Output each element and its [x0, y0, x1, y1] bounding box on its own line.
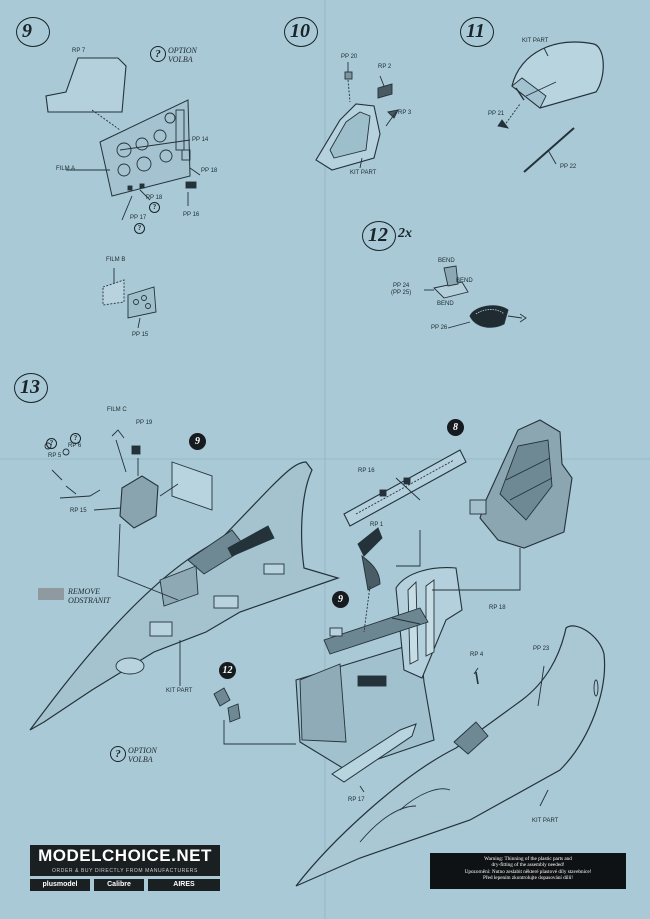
label-rp16: RP 16 [358, 468, 375, 474]
label-pp16: PP 16 [183, 212, 200, 218]
label-rp3: RP 3 [398, 110, 412, 116]
step13-step12-bracket [213, 687, 296, 745]
label-pp23: PP 23 [533, 646, 550, 652]
volba-text: VOLBA [128, 755, 153, 764]
step11-drawing [497, 41, 604, 173]
warning-box: Warning: Thinning of the plastic parts a… [430, 853, 626, 889]
odstranit-text: ODSTRANIT [68, 596, 111, 605]
option-label-step13: OPTION VOLBA [128, 746, 157, 764]
ref-step-9-badge: 9 [189, 433, 206, 450]
step13-fuselage-left [29, 461, 340, 731]
label-pp19: PP 19 [136, 420, 153, 426]
step-10-number: 10 [284, 17, 318, 47]
warning-line: Upozornění: Nutno zeslabit některé plast… [464, 868, 592, 875]
label-rp18: RP 18 [489, 605, 506, 611]
option-text: OPTION [168, 46, 197, 55]
label-kit-part-13b: KIT PART [532, 818, 559, 824]
label-rp4: RP 4 [470, 652, 484, 658]
rp17-part [331, 723, 417, 783]
aires-logo: AIRES [148, 879, 220, 891]
label-pp17: PP 17 [130, 215, 147, 221]
step-12-multiplier: 2x [398, 226, 412, 241]
label-kit-part-10: KIT PART [350, 170, 377, 176]
volba-text: VOLBA [168, 55, 193, 64]
brand-banner: MODELCHOICE.NET [30, 845, 220, 867]
label-film-a: FILM A [56, 166, 76, 172]
label-rp2: RP 2 [378, 64, 392, 70]
option-label-step9: OPTION VOLBA [168, 46, 197, 64]
label-rp17: RP 17 [348, 797, 365, 803]
step-13-number: 13 [14, 373, 48, 403]
step13-rp16-panel [343, 449, 467, 527]
label-rp7: RP 7 [72, 48, 86, 54]
option-text: OPTION [128, 746, 157, 755]
label-rp15: RP 15 [70, 508, 87, 514]
remove-legend: REMOVE ODSTRANIT [68, 587, 110, 605]
label-bend-top: BEND [438, 258, 455, 264]
step13-leader-lines [359, 477, 549, 807]
label-pp24: PP 24 [393, 283, 410, 289]
label-pp22: PP 22 [560, 164, 577, 170]
label-rp1: RP 1 [370, 522, 384, 528]
label-kit-part-11: KIT PART [522, 38, 549, 44]
step9-drawing [45, 57, 201, 221]
step-9-number: 9 [16, 17, 50, 47]
warning-line: Před lepením zkontrolujte dopasování díl… [483, 875, 573, 882]
label-film-c: FILM C [107, 407, 127, 413]
plusmodel-logo: plusmodel [30, 879, 90, 891]
step12-drawing [424, 265, 527, 329]
warning-line: Warning: Thinning of the plastic parts a… [484, 856, 572, 862]
step13-small-parts-left [44, 429, 213, 601]
step-11-number: 11 [460, 17, 494, 47]
remove-text: REMOVE [68, 587, 100, 596]
label-pp14: PP 14 [192, 137, 209, 143]
step13-cockpit-tub [295, 527, 479, 771]
step-12-number: 12 [362, 221, 396, 251]
step13-ejection-seat [432, 419, 573, 591]
label-pp15: PP 15 [132, 332, 149, 338]
label-film-b: FILM B [106, 257, 126, 263]
option-icon: ? [110, 746, 126, 762]
label-pp26: PP 26 [431, 325, 448, 331]
label-pp20: PP 20 [341, 54, 358, 60]
step13-fuselage-right [295, 625, 606, 887]
label-rp5: RP 5 [48, 453, 62, 459]
brand-tagline: ORDER & BUY DIRECTLY FROM MANUFACTURERS [30, 867, 220, 876]
label-pp18-right: PP 18 [201, 168, 218, 174]
label-pp21: PP 21 [488, 111, 505, 117]
ref-step-12-badge: 12 [219, 662, 236, 679]
option-mark-rp6: ? [70, 433, 81, 444]
ref-step-9-badge: 9 [332, 591, 349, 608]
option-mark-pp17: ? [134, 223, 145, 234]
step10-drawing [315, 62, 399, 171]
option-mark-rp5: ? [46, 438, 57, 449]
ref-step-8-badge: 8 [447, 419, 464, 436]
label-rp6: RP 6 [68, 443, 82, 449]
option-icon: ? [150, 46, 166, 62]
label-kit-part-13a: KIT PART [166, 688, 193, 694]
remove-swatch [38, 588, 64, 600]
label-bend-bottom: BEND [437, 301, 454, 307]
label-pp25: (PP 25) [391, 290, 412, 296]
film-b-drawing [102, 268, 157, 329]
label-pp18-left: PP 18 [146, 195, 163, 201]
label-bend-right: BEND [456, 278, 473, 284]
option-mark-pp18: ? [149, 202, 160, 213]
calibre-logo: Calibre [94, 879, 144, 891]
warning-line: dry-fitting of the assembly needed! [491, 862, 565, 869]
